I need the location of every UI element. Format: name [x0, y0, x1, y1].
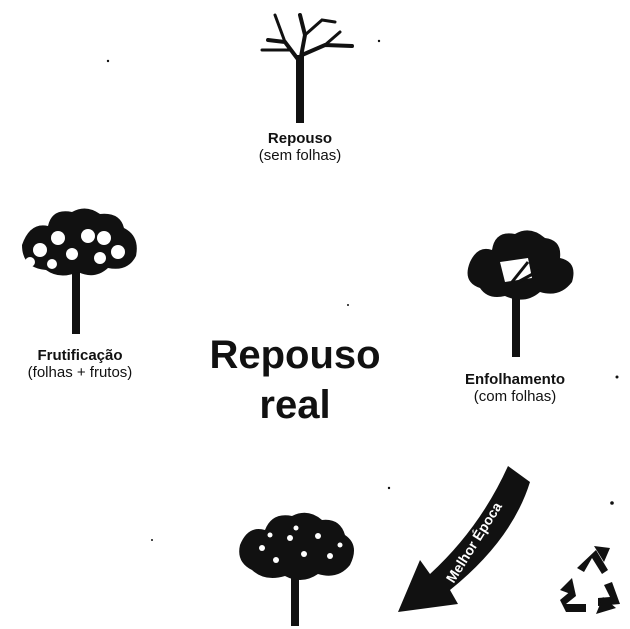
stage-frutificacao-label: Frutificação (folhas + frutos)	[5, 347, 155, 382]
stage-enfolhamento-title: Enfolhamento	[465, 371, 565, 388]
stage-enfolhamento-label: Enfolhamento (com folhas)	[440, 371, 590, 406]
bare-tree-icon	[260, 13, 354, 123]
center-title-line2: real	[259, 383, 331, 427]
stage-enfolhamento-subtitle: (com folhas)	[473, 388, 557, 406]
stage-repouso-label: Repouso (sem folhas)	[230, 130, 370, 165]
best-season-arrow	[398, 466, 530, 612]
center-title: Repouso real	[190, 330, 400, 430]
center-title-line1: Repouso	[209, 333, 381, 377]
stage-frutificacao-subtitle: (folhas + frutos)	[27, 364, 133, 382]
leafy-tree-icon	[467, 230, 574, 357]
fruiting-tree-icon	[22, 208, 137, 334]
recycle-icon	[560, 546, 620, 614]
stage-repouso-title: Repouso	[267, 130, 333, 147]
flowering-tree-icon	[239, 512, 354, 626]
scan-dots	[106, 39, 619, 541]
stage-frutificacao-title: Frutificação	[37, 347, 123, 364]
stage-repouso-subtitle: (sem folhas)	[258, 147, 342, 165]
